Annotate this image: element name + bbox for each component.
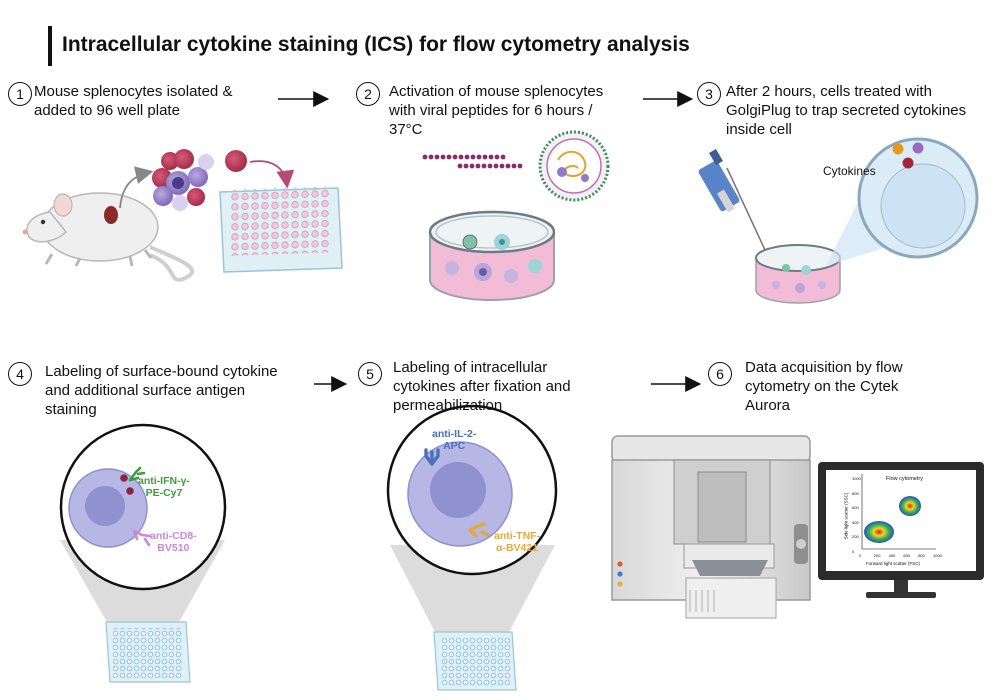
anti-il2-label: anti-IL-2-APC <box>432 428 477 452</box>
single-splenocyte <box>225 150 247 172</box>
monitor-y-axis-label: Side light scatter (SSC) <box>843 492 849 540</box>
monitor-plot-title: Flow cytometry <box>886 476 923 482</box>
step-6-number: 6 <box>708 362 732 386</box>
anti-tnf-label: anti-TNF-α-BV421 <box>494 530 541 554</box>
petri-dish-panel-2 <box>428 210 556 301</box>
pipette <box>698 148 766 251</box>
diagram-title: Intracellular cytokine staining (ICS) fo… <box>62 33 690 56</box>
step-2-number: 2 <box>356 82 380 106</box>
monitor-x-tick: 600 <box>903 553 911 558</box>
title-accent-bar <box>48 26 52 66</box>
spleen-to-cells-arrow <box>119 166 154 209</box>
magnify-cone-5 <box>390 545 555 632</box>
step-4-number: 4 <box>8 362 32 386</box>
96-well-plate <box>219 186 343 273</box>
96-well-plate-5 <box>433 631 517 691</box>
monitor-x-tick: 800 <box>918 553 925 558</box>
monitor-y-tick: 600 <box>852 505 859 511</box>
monitor-x-tick: 1000 <box>933 553 942 558</box>
cytek-aurora-instrument <box>611 435 811 619</box>
monitor-y-tick: 1000 <box>852 476 861 481</box>
cell-to-plate-arrow <box>249 160 295 189</box>
population-cluster-high <box>899 496 921 516</box>
monitor-x-tick: 200 <box>873 553 881 558</box>
monitor-y-tick: 0 <box>852 549 855 554</box>
monitor <box>818 462 984 598</box>
monitor-y-tick: 400 <box>852 519 859 525</box>
step-1-text: Mouse splenocytes isolated &added to 96 … <box>34 83 233 119</box>
peptide-chains <box>422 154 523 169</box>
anti-cd8-label: anti-CD8-BV510 <box>150 530 197 554</box>
anti-ifn-label: anti-IFN-γ-PE-Cy7 <box>138 475 190 499</box>
cytokines-label: Cytokines <box>823 164 876 178</box>
monitor-y-tick: 200 <box>852 534 859 540</box>
petri-dish-panel-3 <box>755 244 841 304</box>
population-cluster-low <box>864 521 894 543</box>
virus-illustration <box>538 130 610 202</box>
monitor-x-tick: 400 <box>888 553 896 558</box>
magnified-cell-3 <box>857 137 979 259</box>
monitor-x-axis-label: Forward light scatter (FSC) <box>866 561 921 566</box>
magnifier-5 <box>386 404 558 576</box>
monitor-y-tick: 800 <box>852 490 859 496</box>
monitor-x-tick: 0 <box>859 553 862 558</box>
mouse-illustration <box>22 192 195 282</box>
step-3-number: 3 <box>697 82 721 106</box>
step-5-number: 5 <box>358 362 382 386</box>
magnifier-4 <box>59 423 227 591</box>
splenocyte-cluster <box>152 149 214 211</box>
step-1-number: 1 <box>8 82 32 106</box>
96-well-plate-4 <box>105 621 191 683</box>
